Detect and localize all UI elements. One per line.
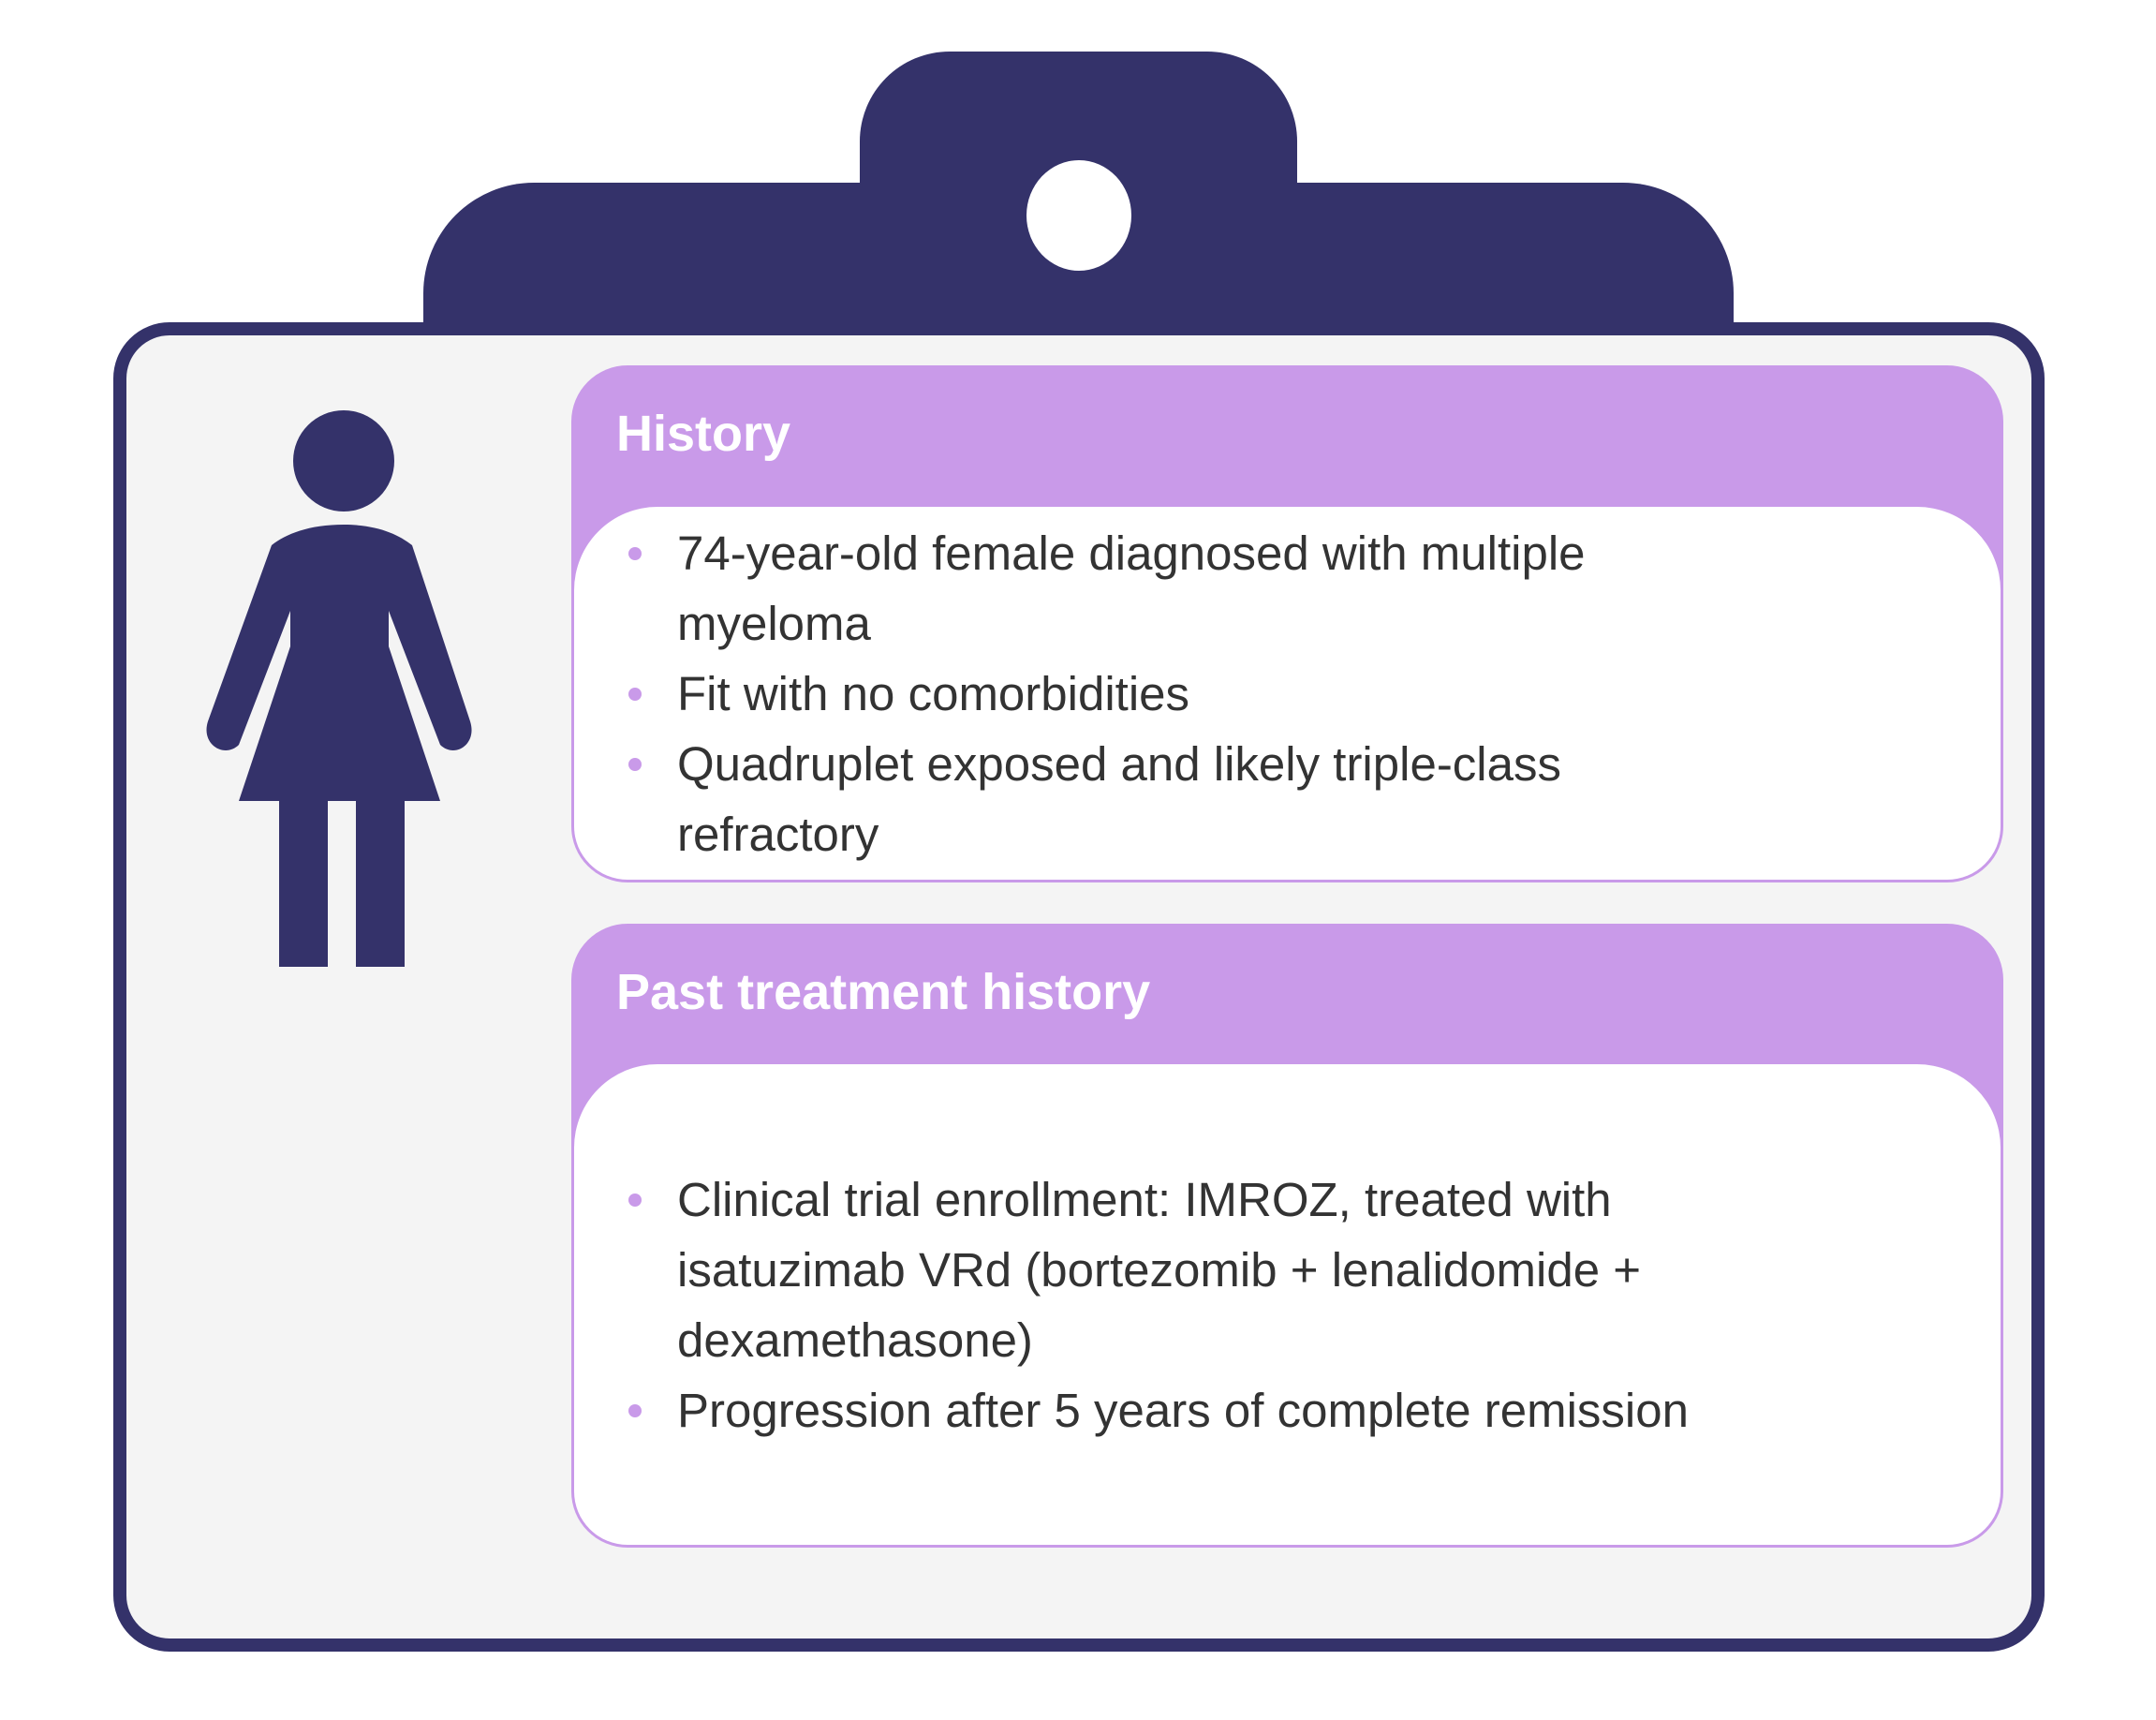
list-item-text: Progression after 5 years of complete re…	[677, 1383, 1689, 1437]
list-item: 74-year-old female diagnosed with multip…	[628, 518, 1752, 659]
clipboard-clip-hole	[1026, 160, 1131, 271]
past-treatment-list: Clinical trial enrollment: IMROZ, treate…	[574, 1164, 1846, 1446]
bullet-icon	[628, 546, 642, 560]
bullet-icon	[628, 757, 642, 771]
history-card-body: 74-year-old female diagnosed with multip…	[574, 507, 2001, 880]
list-item-text: Fit with no comorbidities	[677, 666, 1190, 720]
female-person-icon	[206, 410, 472, 967]
list-item-text: Clinical trial enrollment: IMROZ, treate…	[677, 1172, 1642, 1367]
history-card: History 74-year-old female diagnosed wit…	[571, 365, 2003, 882]
list-item: Progression after 5 years of complete re…	[628, 1375, 1846, 1446]
list-item-text: 74-year-old female diagnosed with multip…	[677, 526, 1586, 650]
list-item: Quadruplet exposed and likely triple-cla…	[628, 729, 1752, 869]
history-card-header: History	[571, 365, 2003, 507]
bullet-icon	[628, 1403, 642, 1417]
list-item-text: Quadruplet exposed and likely triple-cla…	[677, 736, 1561, 861]
past-treatment-card-body: Clinical trial enrollment: IMROZ, treate…	[574, 1064, 2001, 1545]
past-treatment-title: Past treatment history	[616, 963, 1151, 1020]
past-treatment-card: Past treatment history Clinical trial en…	[571, 924, 2003, 1548]
bullet-icon	[628, 1193, 642, 1207]
history-title: History	[616, 405, 791, 462]
list-item: Fit with no comorbidities	[628, 659, 1752, 729]
bullet-icon	[628, 687, 642, 701]
past-treatment-card-header: Past treatment history	[571, 924, 2003, 1065]
list-item: Clinical trial enrollment: IMROZ, treate…	[628, 1164, 1846, 1375]
history-list: 74-year-old female diagnosed with multip…	[574, 518, 1752, 869]
